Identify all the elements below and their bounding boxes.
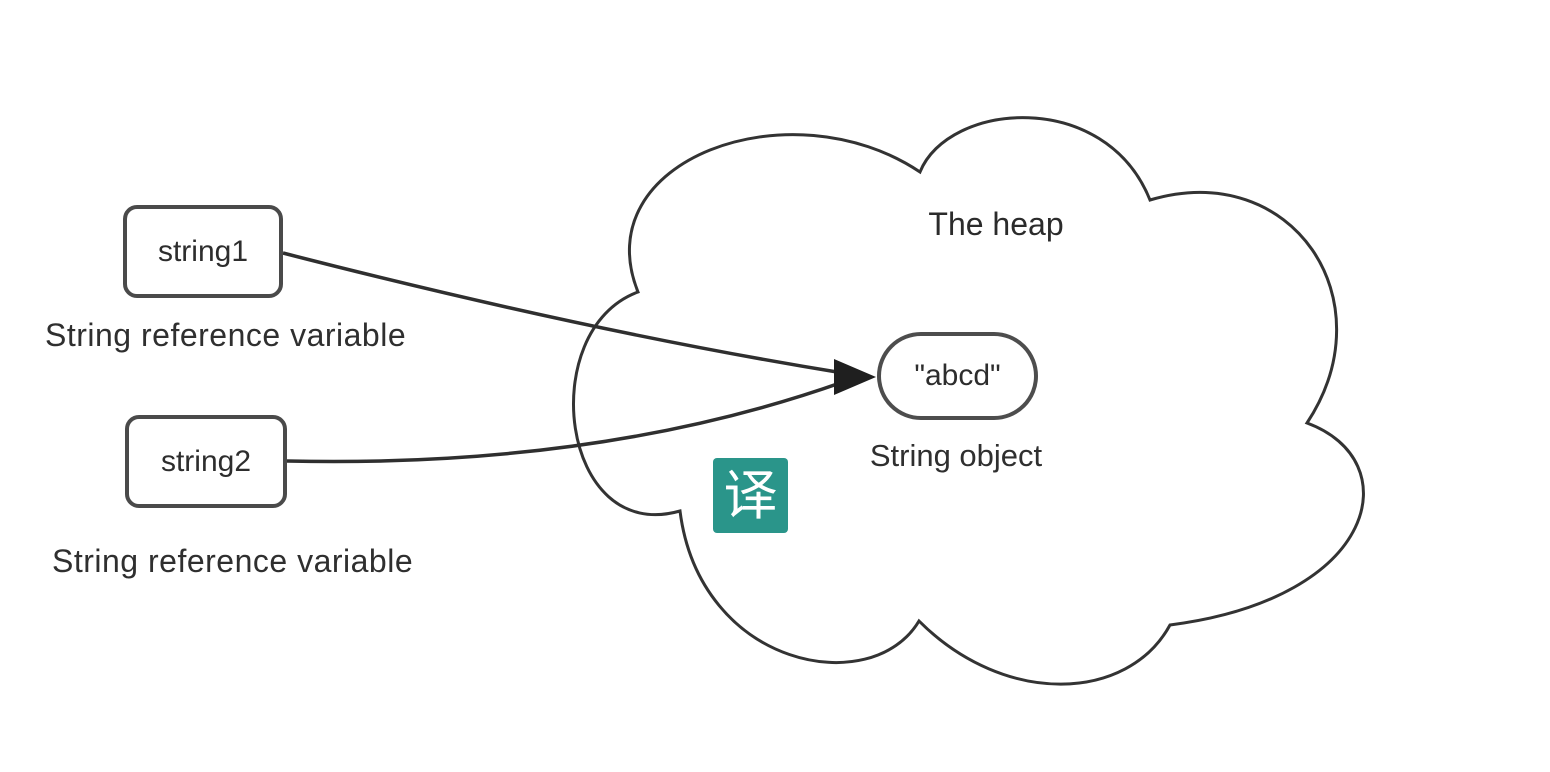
string2-label: string2 bbox=[160, 444, 252, 478]
translate-icon: 译 bbox=[723, 463, 778, 527]
arrow-string1-to-object bbox=[282, 251, 844, 375]
string-object-value: "abcd" bbox=[914, 359, 1001, 392]
arrow-string2-to-object bbox=[286, 380, 844, 464]
string1-box: string1 bbox=[123, 205, 283, 298]
string-object-pill: "abcd" bbox=[877, 332, 1038, 420]
string2-caption: String reference variable bbox=[52, 543, 414, 579]
heap-title: The heap bbox=[928, 206, 1064, 242]
string1-label: string1 bbox=[157, 234, 249, 268]
string-object-caption: String object bbox=[869, 438, 1043, 473]
translate-badge[interactable]: 译 bbox=[713, 458, 788, 533]
string1-caption: String reference variable bbox=[45, 317, 407, 353]
string2-box: string2 bbox=[125, 415, 287, 508]
arrowhead-icon bbox=[834, 359, 876, 395]
